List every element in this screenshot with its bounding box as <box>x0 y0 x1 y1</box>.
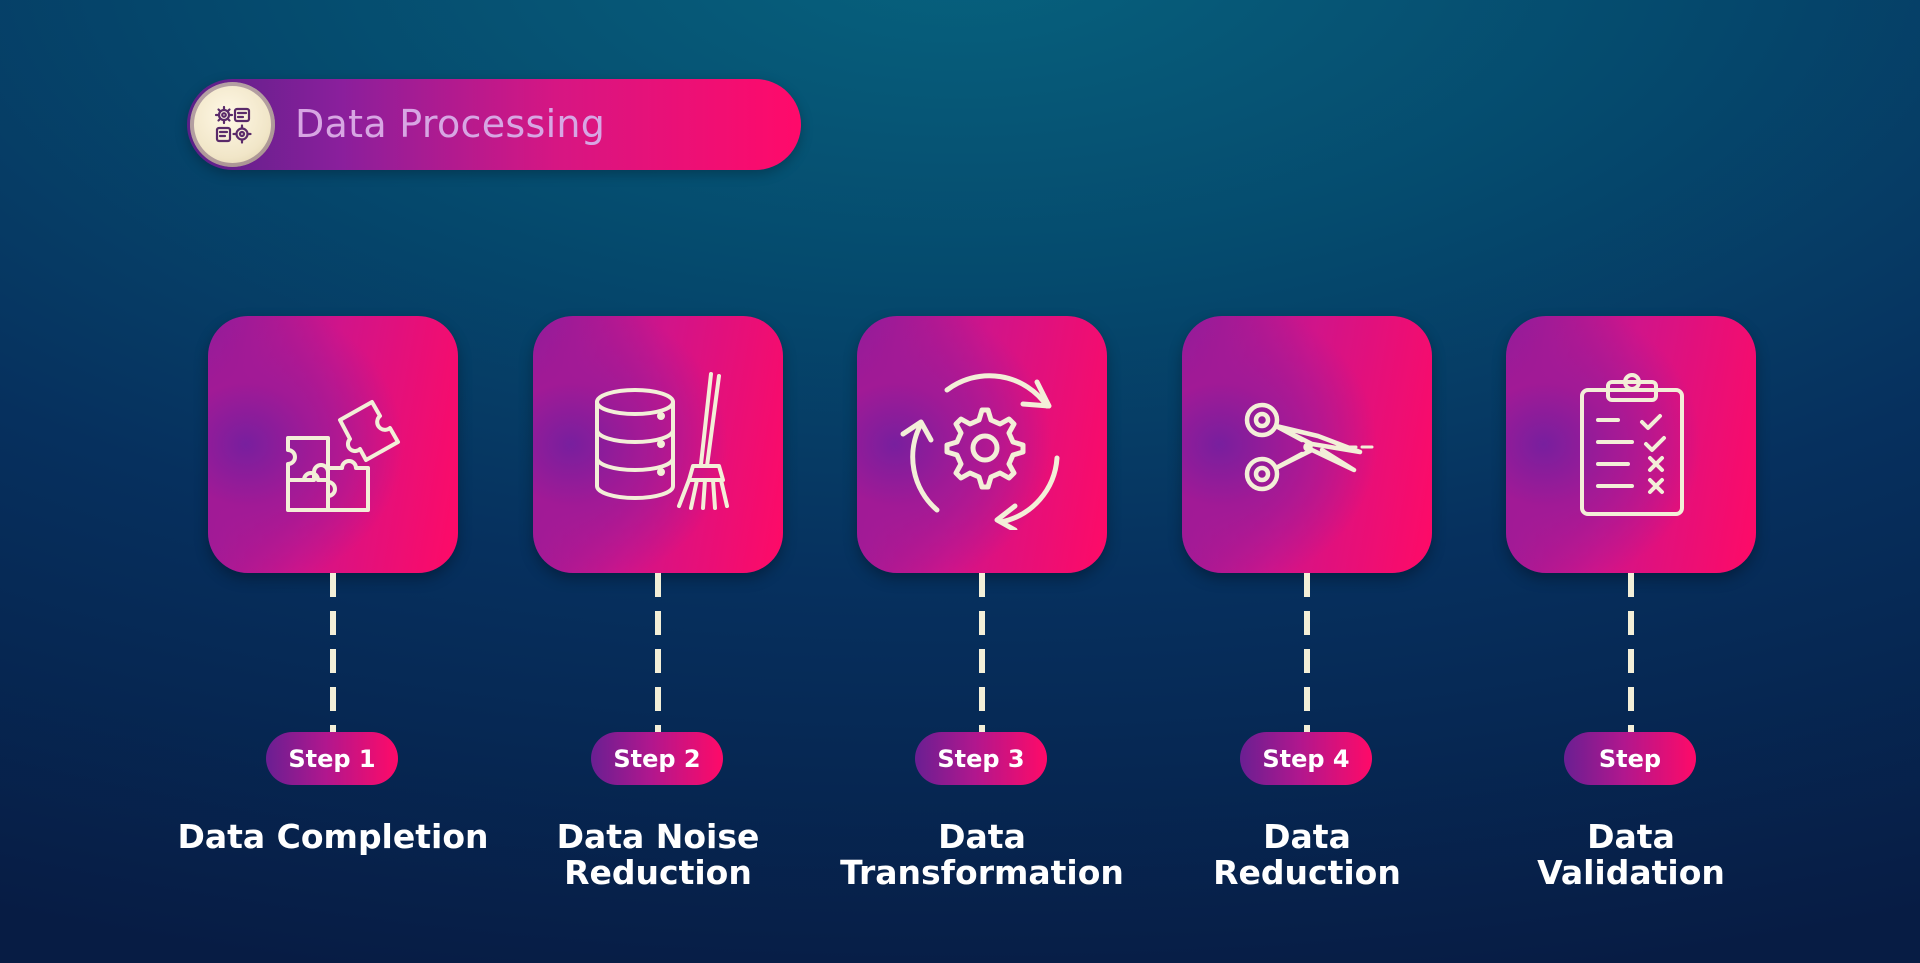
dashed-connector <box>330 573 336 733</box>
step-tile-4 <box>1182 316 1432 573</box>
clipboard-checklist-icon <box>1580 372 1684 516</box>
database-broom-icon <box>595 371 729 510</box>
step-title: Data Validation <box>1537 817 1725 892</box>
step-tile-1 <box>208 316 458 573</box>
dashed-connector <box>655 573 661 733</box>
step-badge: Step 1 <box>266 732 398 785</box>
step-badge: Step 4 <box>1240 732 1372 785</box>
page-title: Data Processing <box>295 102 606 146</box>
dashed-connector <box>1304 573 1310 733</box>
step-title: Data Completion <box>177 817 489 856</box>
puzzle-pieces-icon <box>286 399 400 512</box>
section-title-pill: Data Processing <box>187 79 801 170</box>
step-badge: Step 2 <box>591 732 723 785</box>
step-title: Data Transformation <box>840 817 1124 892</box>
step-tile-3 <box>857 316 1107 573</box>
step-badge: Step 3 <box>915 732 1047 785</box>
dashed-connector <box>1628 573 1634 733</box>
step-tile-2 <box>533 316 783 573</box>
scissors-icon <box>1244 402 1374 491</box>
step-title: Data Reduction <box>1213 817 1401 892</box>
step-title: Data Noise Reduction <box>556 817 760 892</box>
gear-cycle-icon <box>900 372 1060 530</box>
dashed-connector <box>979 573 985 733</box>
step-tile-5 <box>1506 316 1756 573</box>
gears-settings-icon <box>190 82 275 167</box>
step-badge: Step <box>1564 732 1696 785</box>
